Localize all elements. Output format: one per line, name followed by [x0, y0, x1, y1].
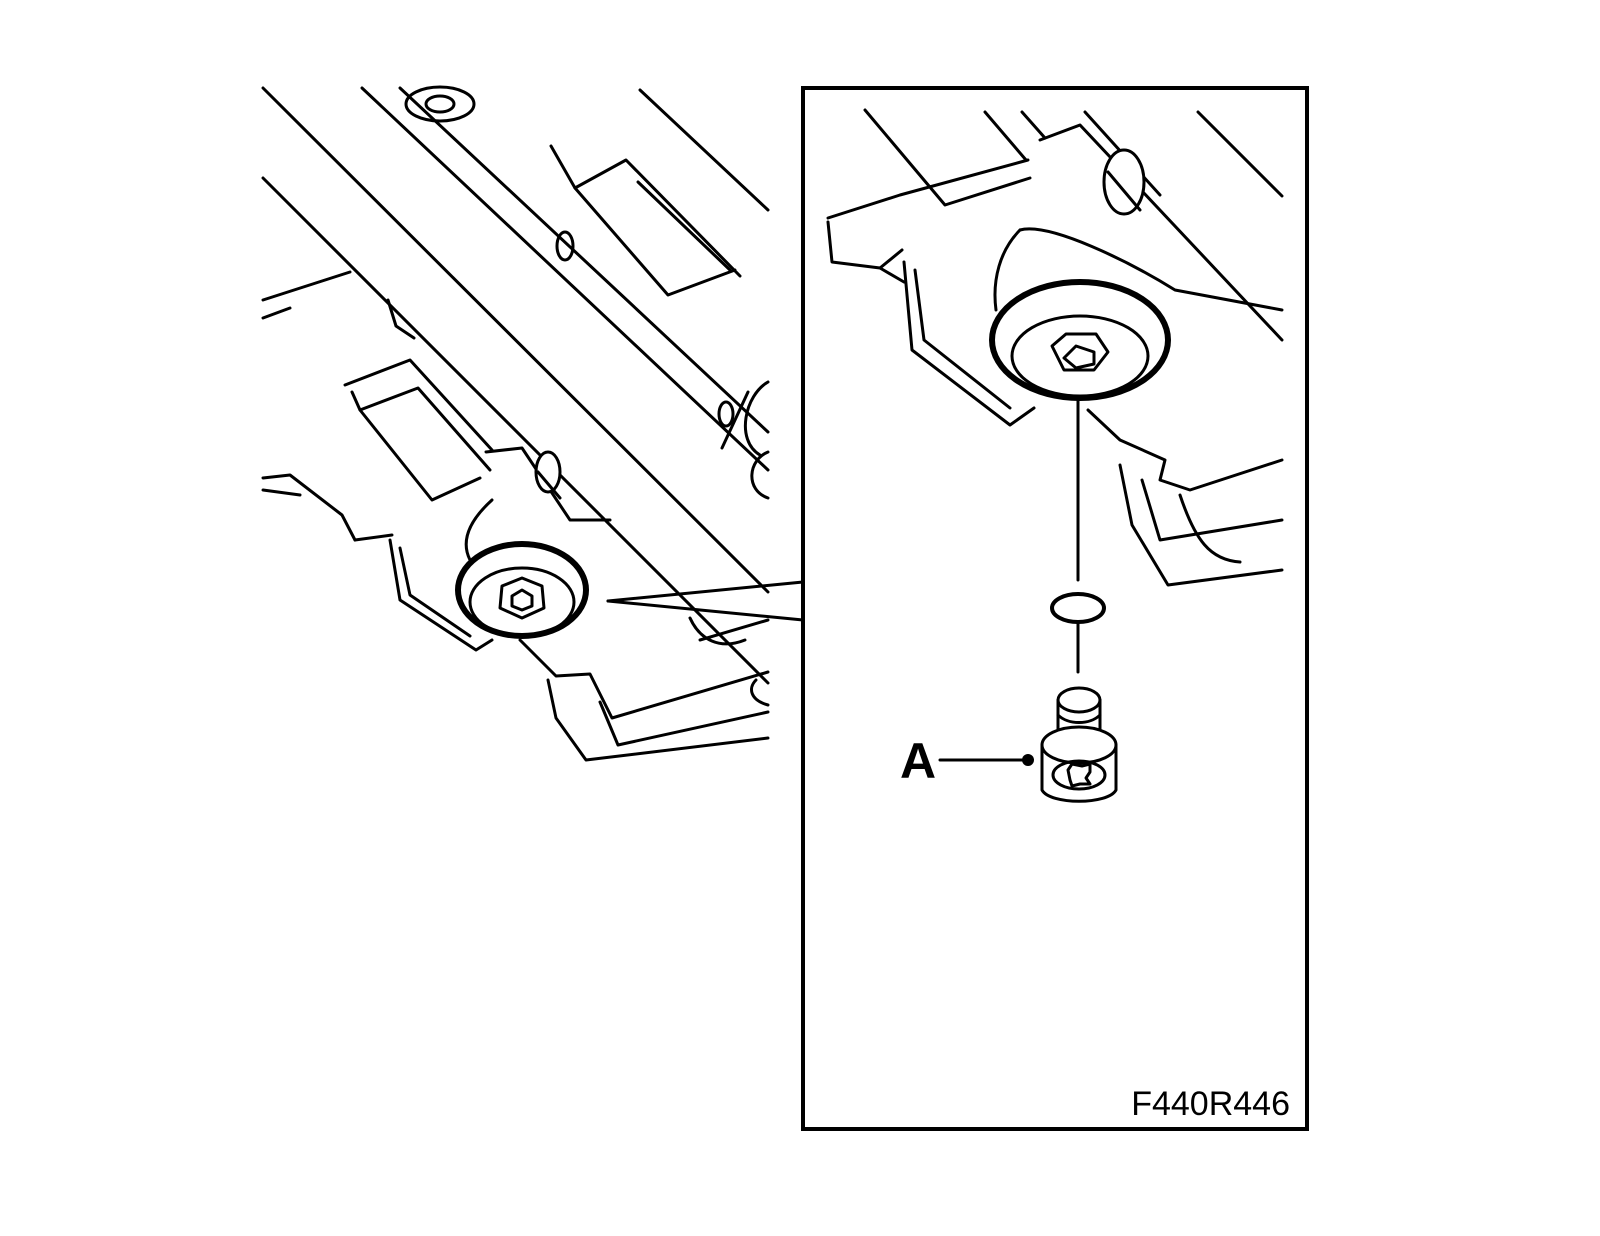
detail-frame	[803, 88, 1307, 1129]
zoom-pointer	[608, 582, 803, 601]
callout-a-dot	[1022, 754, 1034, 766]
callout-a: A	[900, 733, 1034, 789]
overview-drawing	[263, 87, 768, 760]
callout-a-label: A	[900, 733, 936, 789]
o-ring-washer	[1052, 594, 1104, 622]
detail-drawing	[828, 110, 1282, 585]
figure-id: F440R446	[1131, 1085, 1290, 1123]
bolt-a	[1042, 688, 1116, 801]
